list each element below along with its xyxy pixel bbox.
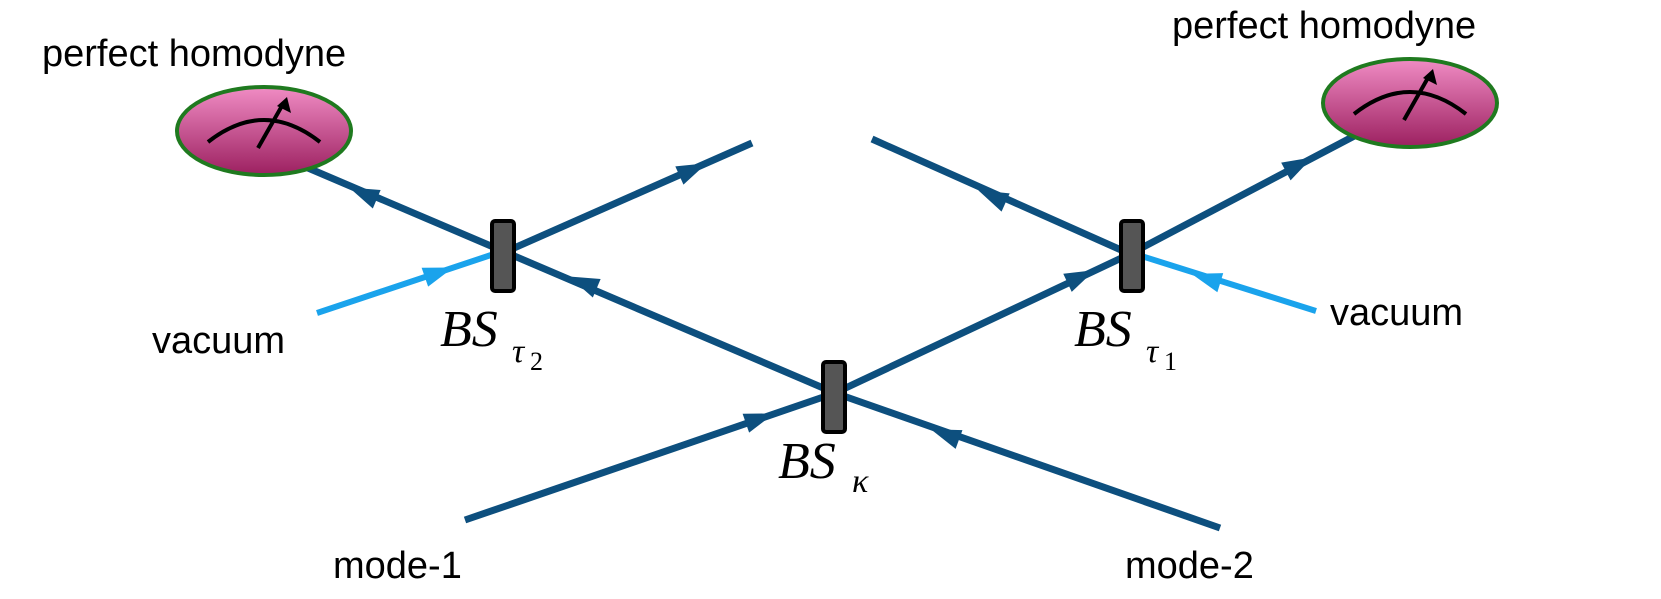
beam-splitter-tau2 xyxy=(490,219,516,293)
bs-kappa-label: BS κ xyxy=(778,433,869,500)
beam-splitter-tau1 xyxy=(1119,219,1145,293)
svg-text:1: 1 xyxy=(1164,347,1177,376)
svg-text:BS: BS xyxy=(778,433,836,490)
arrow-tau1-discarded xyxy=(978,190,1010,212)
detector-right-label: perfect homodyne xyxy=(1172,5,1476,47)
meter-needle-icon xyxy=(1402,75,1431,121)
vacuum-left-label: vacuum xyxy=(152,320,285,362)
meter-dial-icon xyxy=(206,118,322,144)
beam-mode2-input xyxy=(833,389,1222,532)
detector-left-label: perfect homodyne xyxy=(42,33,346,75)
arrow-vacuum-left xyxy=(421,267,454,287)
beam-tau1-to-right-detector xyxy=(1128,129,1362,258)
arrow-tau2-output xyxy=(349,187,381,209)
beam-tau2-discarded xyxy=(503,139,754,256)
svg-text:τ: τ xyxy=(1146,333,1160,370)
svg-text:BS: BS xyxy=(1074,301,1132,358)
beams xyxy=(306,129,1362,532)
vacuum-right-label: vacuum xyxy=(1330,292,1463,334)
meter-dial-icon xyxy=(1352,90,1468,116)
detector-left xyxy=(175,85,353,177)
bs-tau1-label: BS τ 1 xyxy=(1074,301,1177,376)
arrow-kappa-to-tau2 xyxy=(569,276,601,298)
arrow-vacuum-right xyxy=(1191,273,1224,293)
meter-needle-icon xyxy=(256,103,285,149)
arrow-tau2-discarded xyxy=(675,163,707,185)
arrow-mode2 xyxy=(930,429,963,449)
detector-right xyxy=(1321,57,1499,149)
beam-vacuum-left xyxy=(316,249,501,316)
arrow-tau1-output xyxy=(1281,157,1313,181)
svg-text:τ: τ xyxy=(512,333,526,370)
beam-mode1-input xyxy=(463,389,837,524)
mode1-label: mode-1 xyxy=(333,545,462,587)
arrowheads xyxy=(349,157,1313,449)
vacuum-beams xyxy=(316,249,1317,316)
beam-vacuum-right xyxy=(1134,251,1317,314)
arrow-mode1 xyxy=(742,413,775,433)
svg-text:BS: BS xyxy=(440,301,498,358)
beam-splitter-kappa xyxy=(821,360,847,434)
beam-kappa-to-tau2 xyxy=(503,248,837,397)
beam-tau2-to-left-detector xyxy=(306,164,507,256)
mode2-label: mode-2 xyxy=(1125,545,1254,587)
bs-tau2-label: BS τ 2 xyxy=(440,301,543,376)
svg-text:κ: κ xyxy=(852,463,869,500)
svg-text:2: 2 xyxy=(530,347,543,376)
arrow-kappa-to-tau1 xyxy=(1063,270,1095,292)
